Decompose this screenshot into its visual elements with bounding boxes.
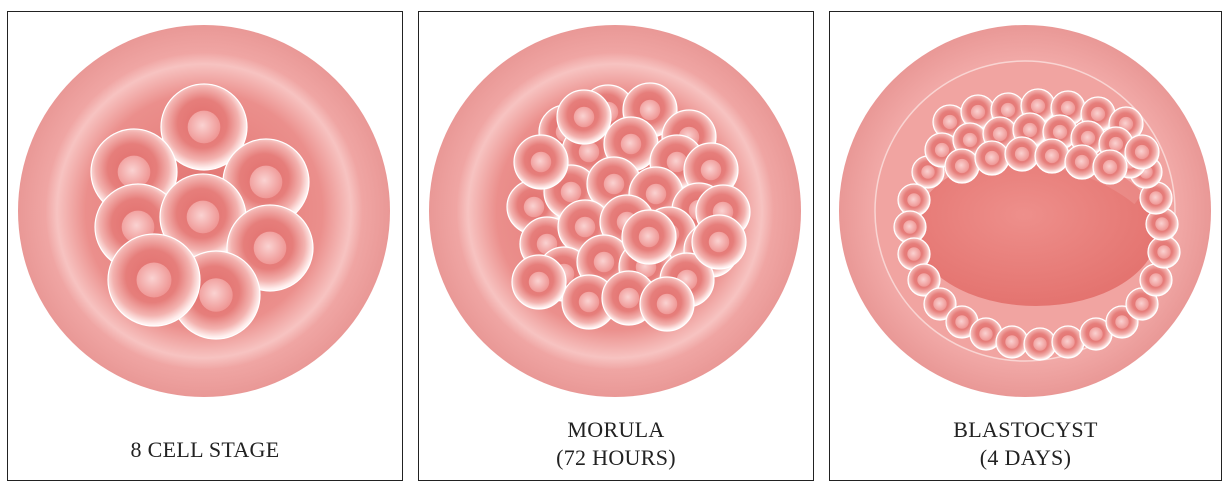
nucleus bbox=[188, 111, 221, 144]
inner-cell-mass-cell bbox=[1093, 150, 1127, 184]
nucleus bbox=[1005, 335, 1018, 348]
nucleus bbox=[579, 142, 600, 163]
nucleus bbox=[1061, 335, 1074, 348]
nucleus bbox=[907, 247, 920, 260]
nucleus bbox=[993, 127, 1007, 141]
nucleus bbox=[1015, 147, 1029, 161]
morula-illustration bbox=[419, 12, 815, 482]
nucleus bbox=[1061, 101, 1075, 115]
nucleus bbox=[137, 263, 172, 298]
trophoblast-cell bbox=[1052, 326, 1084, 358]
nucleus bbox=[574, 107, 595, 128]
nucleus bbox=[701, 160, 722, 181]
morula-cell bbox=[622, 210, 676, 264]
trophoblast-cell bbox=[1024, 328, 1056, 360]
nucleus bbox=[575, 217, 596, 238]
nucleus bbox=[955, 315, 968, 328]
trophoblast-cell bbox=[1148, 236, 1180, 268]
inner-cell-mass-cell bbox=[1005, 137, 1039, 171]
nucleus bbox=[531, 152, 552, 173]
nucleus bbox=[903, 220, 916, 233]
nucleus bbox=[1109, 137, 1123, 151]
nucleus bbox=[963, 133, 977, 147]
nucleus bbox=[935, 143, 949, 157]
nucleus bbox=[955, 159, 969, 173]
nucleus bbox=[529, 272, 550, 293]
caption: 8 CELL STAGE bbox=[8, 436, 402, 464]
nucleus bbox=[579, 292, 600, 313]
nucleus bbox=[933, 297, 946, 310]
nucleus bbox=[1157, 245, 1170, 258]
nucleus bbox=[971, 105, 985, 119]
nucleus bbox=[619, 288, 640, 309]
nucleus bbox=[561, 182, 582, 203]
nucleus bbox=[254, 232, 287, 265]
panel-8-cell-stage: 8 CELL STAGE bbox=[7, 11, 403, 481]
morula-cell bbox=[692, 215, 746, 269]
nucleus bbox=[1135, 297, 1148, 310]
nucleus bbox=[250, 166, 283, 199]
nucleus bbox=[1045, 149, 1059, 163]
inner-cell-mass-cell bbox=[1035, 139, 1069, 173]
nucleus bbox=[917, 273, 930, 286]
caption-line-2: (4 DAYS) bbox=[830, 444, 1221, 472]
inner-cell-mass-cell bbox=[975, 141, 1009, 175]
nucleus bbox=[594, 252, 615, 273]
nucleus bbox=[1075, 155, 1089, 169]
morula-cell bbox=[514, 135, 568, 189]
caption-line-2: (72 HOURS) bbox=[419, 444, 813, 472]
caption-line-1: BLASTOCYST bbox=[830, 416, 1221, 444]
nucleus bbox=[709, 232, 730, 253]
inner-cell-mass-cell bbox=[945, 149, 979, 183]
nucleus bbox=[1033, 337, 1046, 350]
nucleus bbox=[907, 193, 920, 206]
nucleus bbox=[943, 115, 957, 129]
caption-line-1: 8 CELL STAGE bbox=[8, 436, 402, 464]
nucleus bbox=[1031, 99, 1045, 113]
nucleus bbox=[985, 151, 999, 165]
nucleus bbox=[1089, 327, 1102, 340]
caption: BLASTOCYST (4 DAYS) bbox=[830, 416, 1221, 472]
nucleus bbox=[1053, 125, 1067, 139]
nucleus bbox=[621, 134, 642, 155]
caption-line-1: MORULA bbox=[419, 416, 813, 444]
nucleus bbox=[1115, 315, 1128, 328]
blastocyst-illustration bbox=[830, 12, 1223, 482]
morula-cell bbox=[512, 255, 566, 309]
8-cell-stage-illustration bbox=[8, 12, 404, 482]
nucleus bbox=[1149, 191, 1162, 204]
nucleus bbox=[1135, 145, 1149, 159]
trophoblast-cell bbox=[1140, 264, 1172, 296]
blastomere bbox=[108, 234, 200, 326]
nucleus bbox=[657, 294, 678, 315]
nucleus bbox=[1023, 123, 1037, 137]
nucleus bbox=[187, 201, 220, 234]
nucleus bbox=[604, 174, 625, 195]
panel-morula: MORULA (72 HOURS) bbox=[418, 11, 814, 481]
nucleus bbox=[199, 278, 232, 311]
nucleus bbox=[1103, 160, 1117, 174]
morula-cell bbox=[640, 277, 694, 331]
morula-cell bbox=[557, 90, 611, 144]
nucleus bbox=[1155, 217, 1168, 230]
nucleus bbox=[979, 327, 992, 340]
panel-blastocyst: BLASTOCYST (4 DAYS) bbox=[829, 11, 1222, 481]
nucleus bbox=[1081, 131, 1095, 145]
nucleus bbox=[921, 165, 934, 178]
caption: MORULA (72 HOURS) bbox=[419, 416, 813, 472]
nucleus bbox=[118, 156, 151, 189]
nucleus bbox=[1091, 107, 1105, 121]
nucleus bbox=[524, 197, 545, 218]
nucleus bbox=[1149, 273, 1162, 286]
nucleus bbox=[639, 227, 660, 248]
nucleus bbox=[1001, 103, 1015, 117]
inner-cell-mass-cell bbox=[1125, 135, 1159, 169]
nucleus bbox=[640, 100, 661, 121]
trophoblast-cell bbox=[996, 326, 1028, 358]
nucleus bbox=[646, 184, 667, 205]
